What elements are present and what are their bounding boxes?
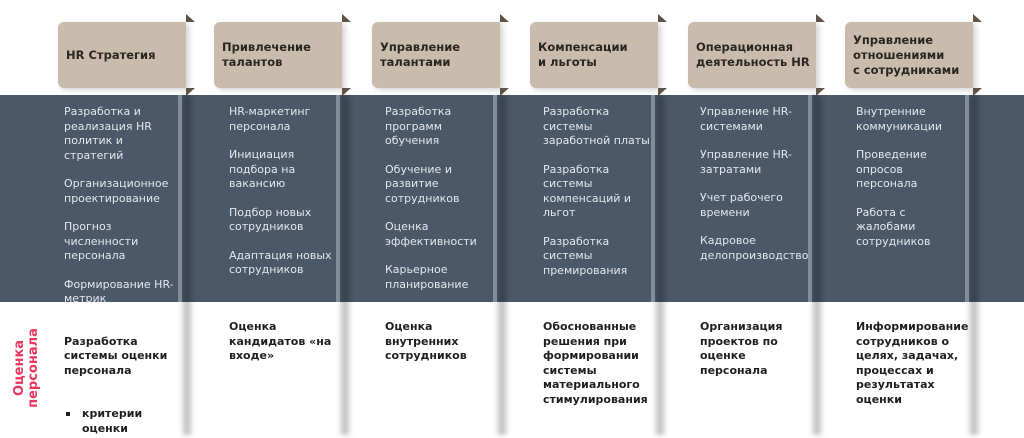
tag-fold-icon <box>973 14 982 22</box>
column-divider <box>810 95 824 435</box>
function-item: Разработка и реализация HR политик и стр… <box>64 105 152 162</box>
column-title: HR Стратегия <box>66 47 156 62</box>
function-item: HR-маркетинг персонала <box>229 105 311 133</box>
result-text: Разработка системы оценки персонала <box>64 334 168 377</box>
result-bullet: критерии оценки <box>64 407 184 436</box>
tag-fold-icon <box>816 14 825 22</box>
function-item: Учет рабочего времени <box>700 191 783 219</box>
function-list: HR-маркетинг персонала Инициация подбора… <box>229 105 339 292</box>
function-list: Разработка программ обучения Обучение и … <box>385 105 495 306</box>
column-header-tag: HR Стратегия <box>58 22 186 88</box>
column-divider <box>653 95 667 435</box>
function-item: Подбор новых сотрудников <box>229 205 312 234</box>
column-header-tag: Компенсации и льготы <box>530 22 658 88</box>
function-item: Работа с жалобами сотрудников <box>856 205 931 248</box>
assessment-side-label: Оценка персонала <box>8 318 46 418</box>
column-divider <box>180 95 194 435</box>
column-highlight <box>493 95 497 302</box>
tag-fold-icon <box>658 14 667 22</box>
function-item: Внутренние коммуникации <box>856 105 942 133</box>
column-title: Управление талантами <box>380 40 461 69</box>
function-list: Разработка и реализация HR политик и стр… <box>64 105 179 321</box>
tag-fold-icon <box>816 88 825 96</box>
column-title: Управление отношениями с сотрудниками <box>853 32 960 77</box>
assessment-result: Разработка системы оценки персонала крит… <box>64 320 184 438</box>
tag-fold-icon <box>500 88 509 96</box>
function-item: Разработка программ обучения <box>385 105 452 147</box>
tag-fold-icon <box>973 88 982 96</box>
function-item: Разработка системы компенсаций и льгот <box>543 162 632 220</box>
function-item: Разработка системы премирования <box>543 234 628 277</box>
assessment-result: Обоснованные решения при формировании си… <box>543 320 648 406</box>
column-divider <box>338 95 352 435</box>
function-list: Управление HR- системами Управление HR- … <box>700 105 810 277</box>
column-divider <box>967 95 981 435</box>
assessment-result: Оценка кандидатов «на входе» <box>229 320 332 362</box>
tag-fold-icon <box>342 88 351 96</box>
column-highlight <box>651 95 655 302</box>
result-bullet-list: критерии оценки оценочные шкалы инструме… <box>64 393 184 438</box>
tag-fold-icon <box>500 14 509 22</box>
function-item: Организационное проектирование <box>64 177 169 205</box>
square-bullet-icon <box>66 412 70 416</box>
functions-band <box>0 95 1024 302</box>
function-item: Карьерное планирование <box>385 263 469 291</box>
function-list: Внутренние коммуникации Проведение опрос… <box>856 105 968 263</box>
column-header-tag: Управление талантами <box>372 22 500 88</box>
column-header-tag: Управление отношениями с сотрудниками <box>845 22 973 88</box>
function-item: Обучение и развитие сотрудников <box>385 162 460 205</box>
tag-fold-icon <box>186 88 195 96</box>
function-list: Разработка системы заработной платы Разр… <box>543 105 653 292</box>
column-divider <box>495 95 509 435</box>
side-label-text: Оценка персонала <box>12 328 41 408</box>
column-title: Привлечение талантов <box>222 40 311 69</box>
tag-fold-icon <box>658 88 667 96</box>
column-header-tag: Операционная деятельность HR <box>688 22 816 88</box>
column-highlight <box>178 95 182 302</box>
column-title: Операционная деятельность HR <box>696 40 810 69</box>
assessment-result: Организация проектов по оценке персонала <box>700 320 783 377</box>
function-item: Кадровое делопроизводство <box>700 234 809 262</box>
column-title: Компенсации и льготы <box>538 40 628 69</box>
function-item: Формирование HR- метрик <box>64 277 174 306</box>
column-highlight <box>808 95 812 302</box>
assessment-result: Информирование сотрудников о целях, зада… <box>856 320 969 406</box>
function-item: Управление HR- затратами <box>700 148 792 176</box>
function-item: Управление HR- системами <box>700 105 792 133</box>
function-item: Прогноз численности персонала <box>64 220 139 262</box>
column-highlight <box>336 95 340 302</box>
column-header-tag: Привлечение талантов <box>214 22 342 88</box>
tag-fold-icon <box>186 14 195 22</box>
function-item: Оценка эффективности <box>385 220 477 248</box>
function-item: Инициация подбора на вакансию <box>229 148 296 190</box>
function-item: Разработка системы заработной платы <box>543 105 650 147</box>
assessment-result: Оценка внутренних сотрудников <box>385 320 467 362</box>
function-item: Проведение опросов персонала <box>856 148 927 190</box>
function-item: Адаптация новых сотрудников <box>229 248 332 277</box>
column-highlight <box>965 95 969 302</box>
tag-fold-icon <box>342 14 351 22</box>
